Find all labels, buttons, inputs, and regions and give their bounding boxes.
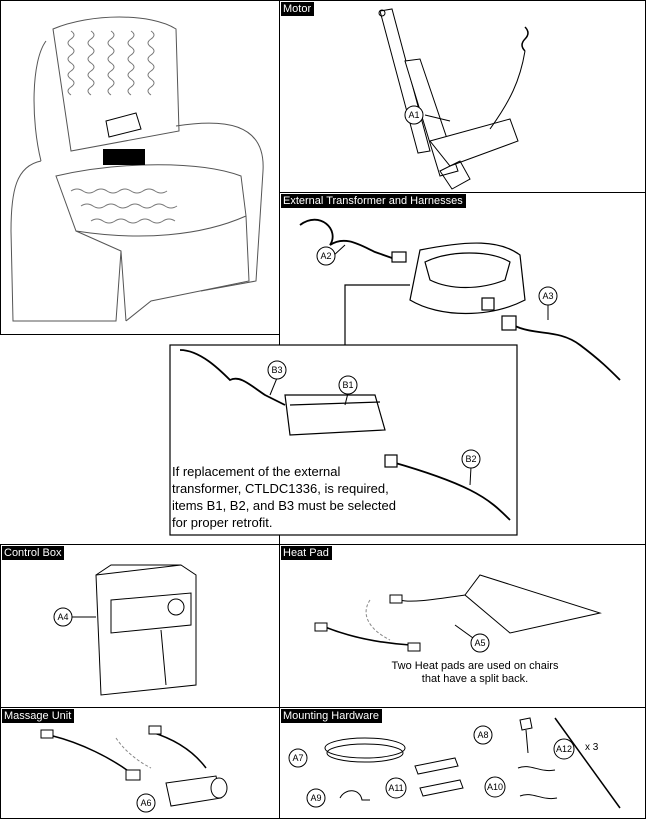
callout-a1 <box>404 105 424 125</box>
callout-a11 <box>385 777 407 799</box>
callout-a8 <box>473 725 493 745</box>
callout-a6 <box>136 793 156 813</box>
motor-illustration: A1 <box>378 8 529 190</box>
callout-a5 <box>470 633 490 653</box>
callout-a9 <box>306 788 326 808</box>
transformer-note: If replacement of the external transform… <box>172 464 397 530</box>
svg-text:A1: A1 <box>408 110 419 120</box>
motor-panel: Motor A1 <box>279 0 646 193</box>
panel-title-heat-pad: Heat Pad <box>281 546 332 560</box>
callout-a10 <box>484 776 506 798</box>
massage-panel: Massage Unit A6 <box>0 707 280 819</box>
panel-title-transformer: External Transformer and Harnesses <box>281 194 466 208</box>
svg-text:A5: A5 <box>474 638 485 648</box>
panel-title-control-box: Control Box <box>2 546 65 560</box>
heat-pad-panel: Heat Pad A5 Two Heat pads are used on ch… <box>279 544 646 708</box>
hardware-panel: Mounting Hardware <box>279 707 646 819</box>
svg-text:A12: A12 <box>556 744 572 754</box>
heat-pad-illustration: A5 <box>314 574 602 653</box>
chair-panel <box>0 0 280 335</box>
svg-text:A8: A8 <box>477 730 488 740</box>
svg-text:A7: A7 <box>292 753 303 763</box>
control-box-illustration: A4 <box>53 564 197 696</box>
svg-text:A11: A11 <box>388 783 403 793</box>
heat-pad-note: Two Heat pads are used on chairs that ha… <box>391 660 559 685</box>
massage-unit-illustration: A6 <box>40 725 228 813</box>
heat-pad-marker <box>103 149 145 165</box>
hardware-illustration: A7 A8 A9 A10 A11 A12 <box>288 717 621 809</box>
lift-chair-illustration <box>10 16 264 322</box>
panel-title-motor: Motor <box>281 2 315 16</box>
svg-text:A4: A4 <box>57 612 68 622</box>
a12-quantity: x 3 <box>585 742 599 753</box>
callout-a12 <box>553 738 575 760</box>
callout-a4 <box>53 607 73 627</box>
callout-a7 <box>288 748 308 768</box>
svg-text:A9: A9 <box>310 793 321 803</box>
control-box-panel: Control Box A4 <box>0 544 280 708</box>
panel-title-hardware: Mounting Hardware <box>281 709 382 723</box>
svg-text:A10: A10 <box>487 782 503 792</box>
panel-title-massage: Massage Unit <box>2 709 75 723</box>
svg-text:A6: A6 <box>140 798 151 808</box>
